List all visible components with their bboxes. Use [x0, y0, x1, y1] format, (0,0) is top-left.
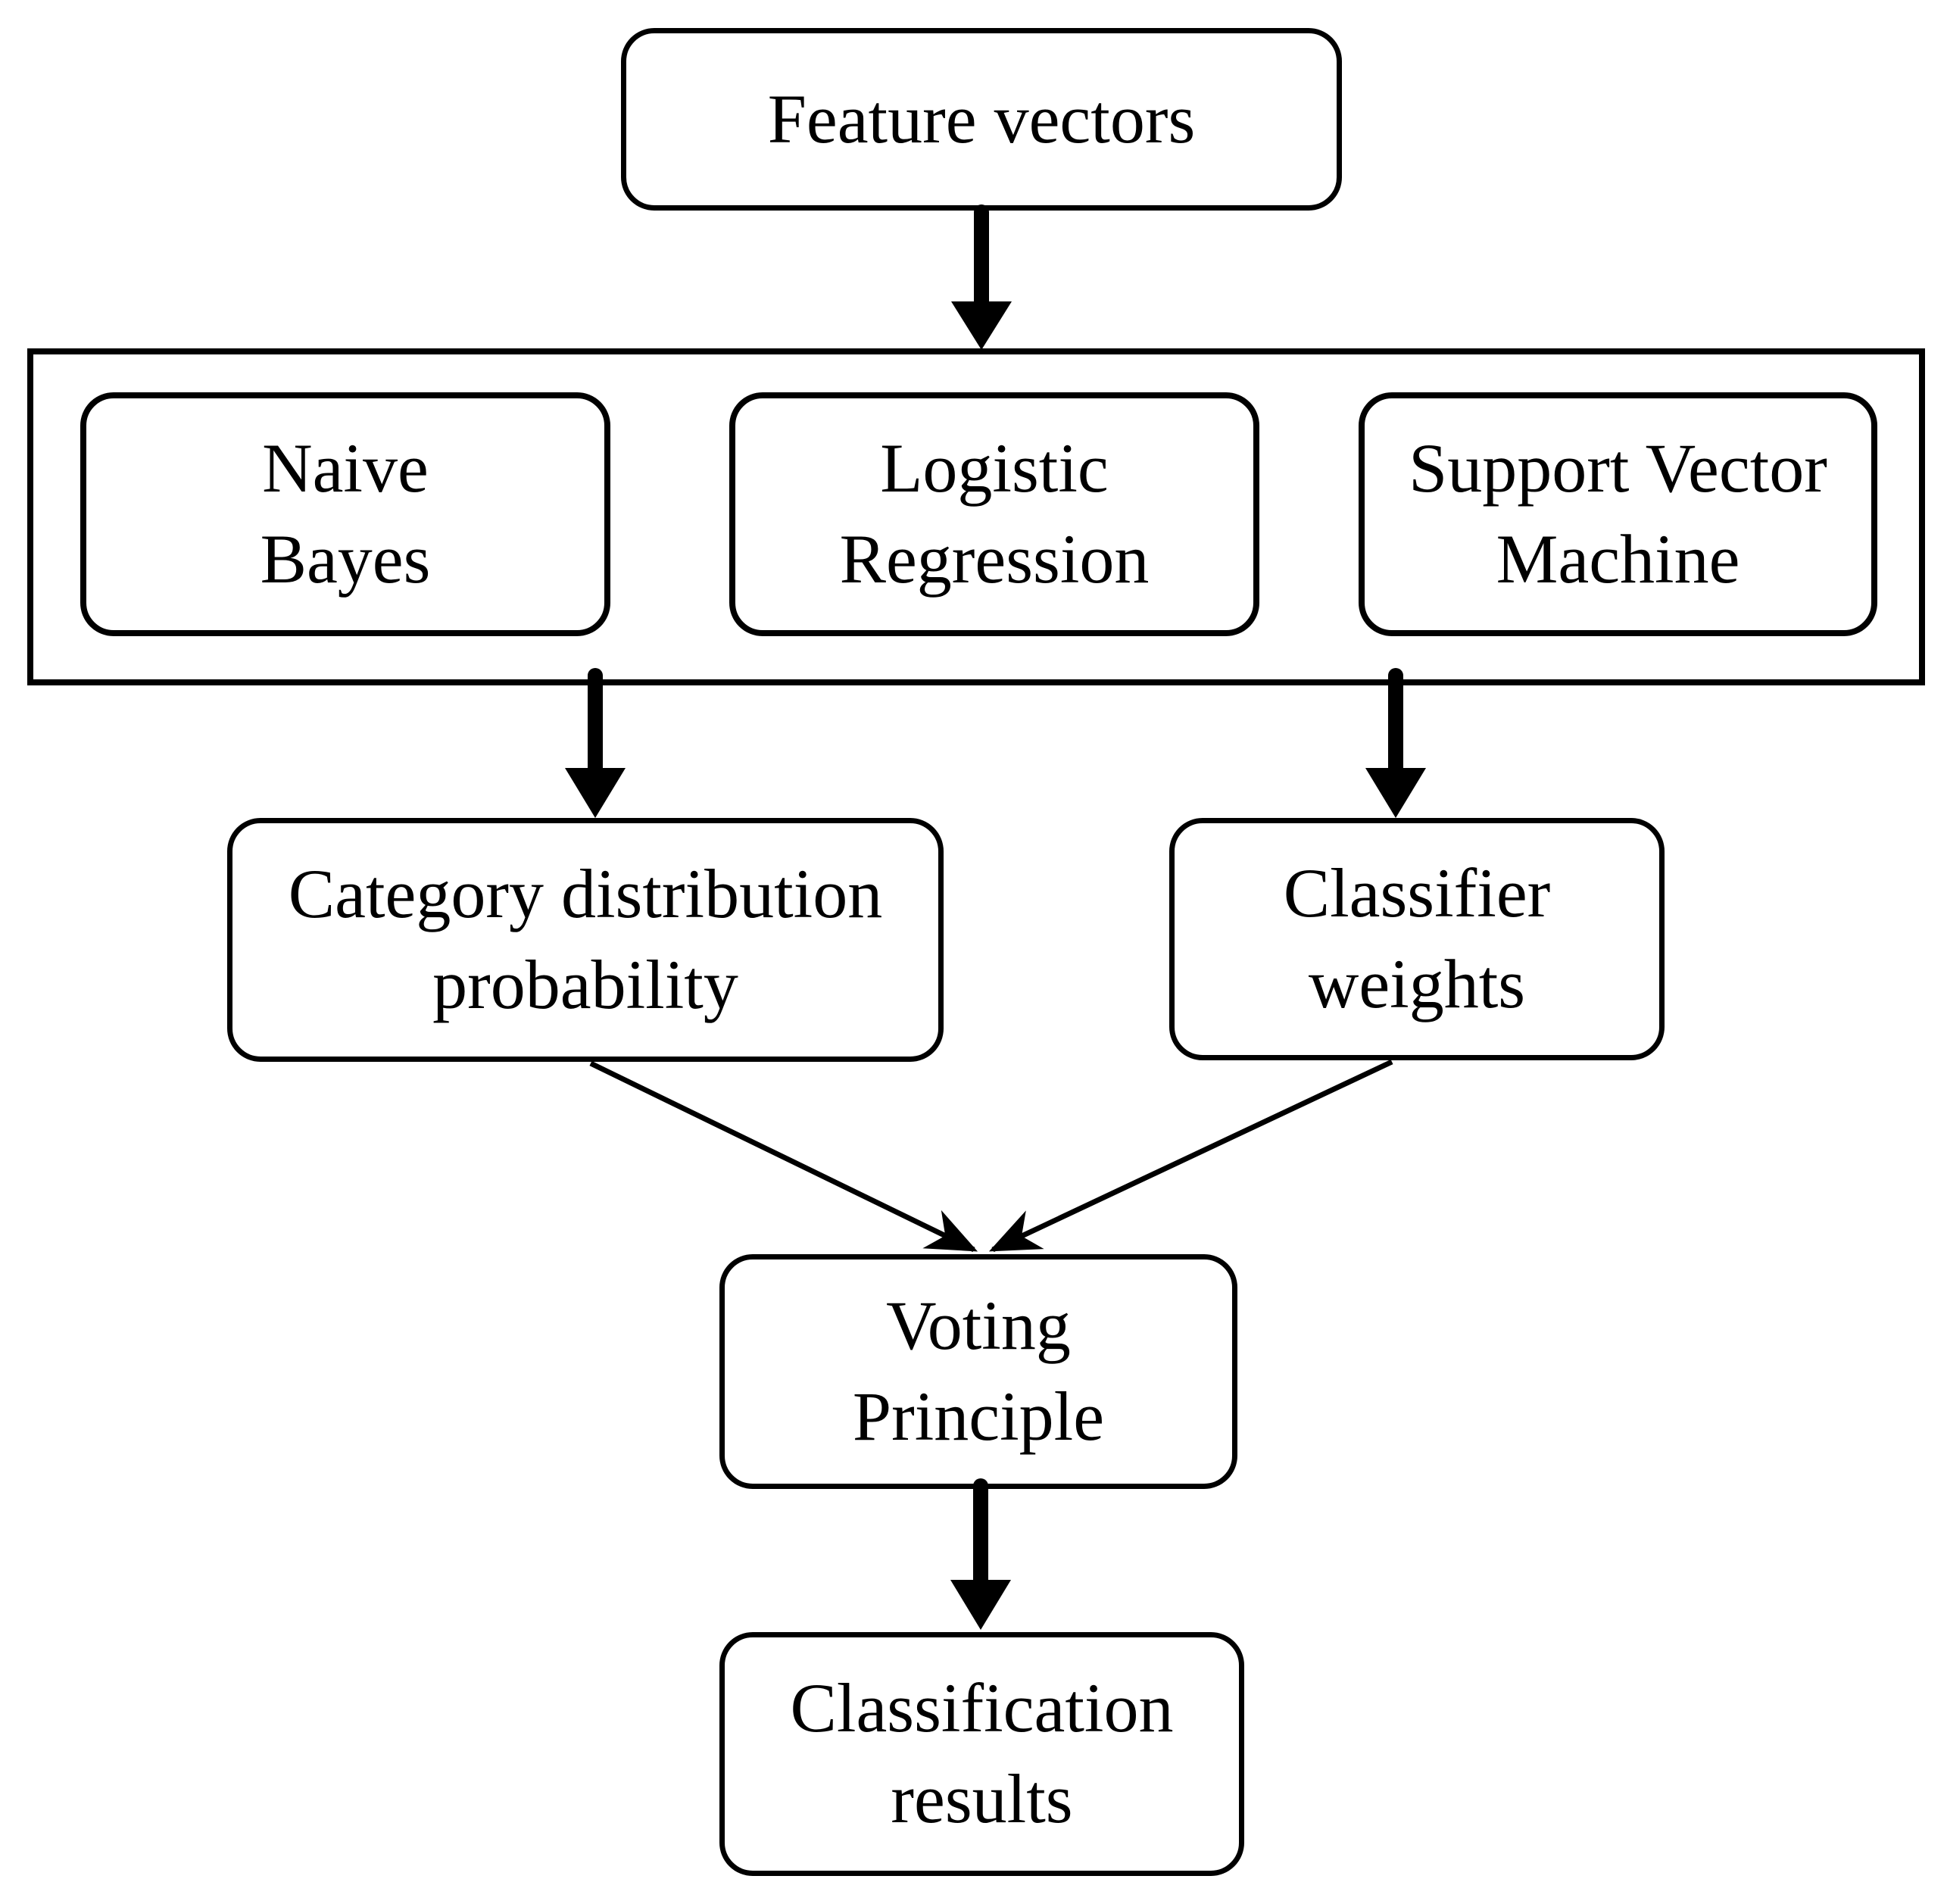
node-label: probability: [432, 946, 738, 1023]
node-label: Bayes: [260, 520, 431, 598]
node-label: Regression: [839, 520, 1150, 598]
node-label: Voting: [886, 1287, 1071, 1365]
arrow-group-to-category-probability: [565, 668, 626, 818]
arrow-group-to-classifier-weights: [1365, 668, 1426, 818]
arrow-category-to-voting: [589, 1060, 978, 1253]
node-label: Support Vector: [1409, 429, 1827, 507]
node-label: Principle: [852, 1378, 1105, 1455]
node-category-distribution-probability: Category distribution probability: [227, 818, 944, 1062]
node-feature-vectors: Feature vectors: [621, 28, 1342, 211]
node-label: Feature vectors: [767, 80, 1196, 158]
node-label: weights: [1308, 945, 1526, 1022]
node-label: Category distribution: [288, 855, 883, 933]
node-naive-bayes: Naive Bayes: [80, 392, 610, 636]
node-label: Classifier: [1283, 854, 1551, 932]
node-label: Naive: [262, 429, 429, 507]
node-support-vector-machine: Support Vector Machine: [1359, 392, 1877, 636]
node-label: results: [891, 1760, 1073, 1837]
node-voting-principle: Voting Principle: [719, 1254, 1237, 1489]
arrow-voting-to-classification: [950, 1478, 1011, 1630]
arrow-feature-to-classifier-group: [951, 204, 1012, 350]
arrow-weights-to-voting: [988, 1059, 1393, 1253]
node-label: Logistic: [880, 429, 1109, 507]
node-classifier-weights: Classifier weights: [1169, 818, 1665, 1060]
node-logistic-regression: Logistic Regression: [729, 392, 1259, 636]
node-label: Machine: [1496, 520, 1740, 598]
node-classification-results: Classification results: [719, 1632, 1244, 1876]
node-label: Classification: [790, 1669, 1174, 1747]
